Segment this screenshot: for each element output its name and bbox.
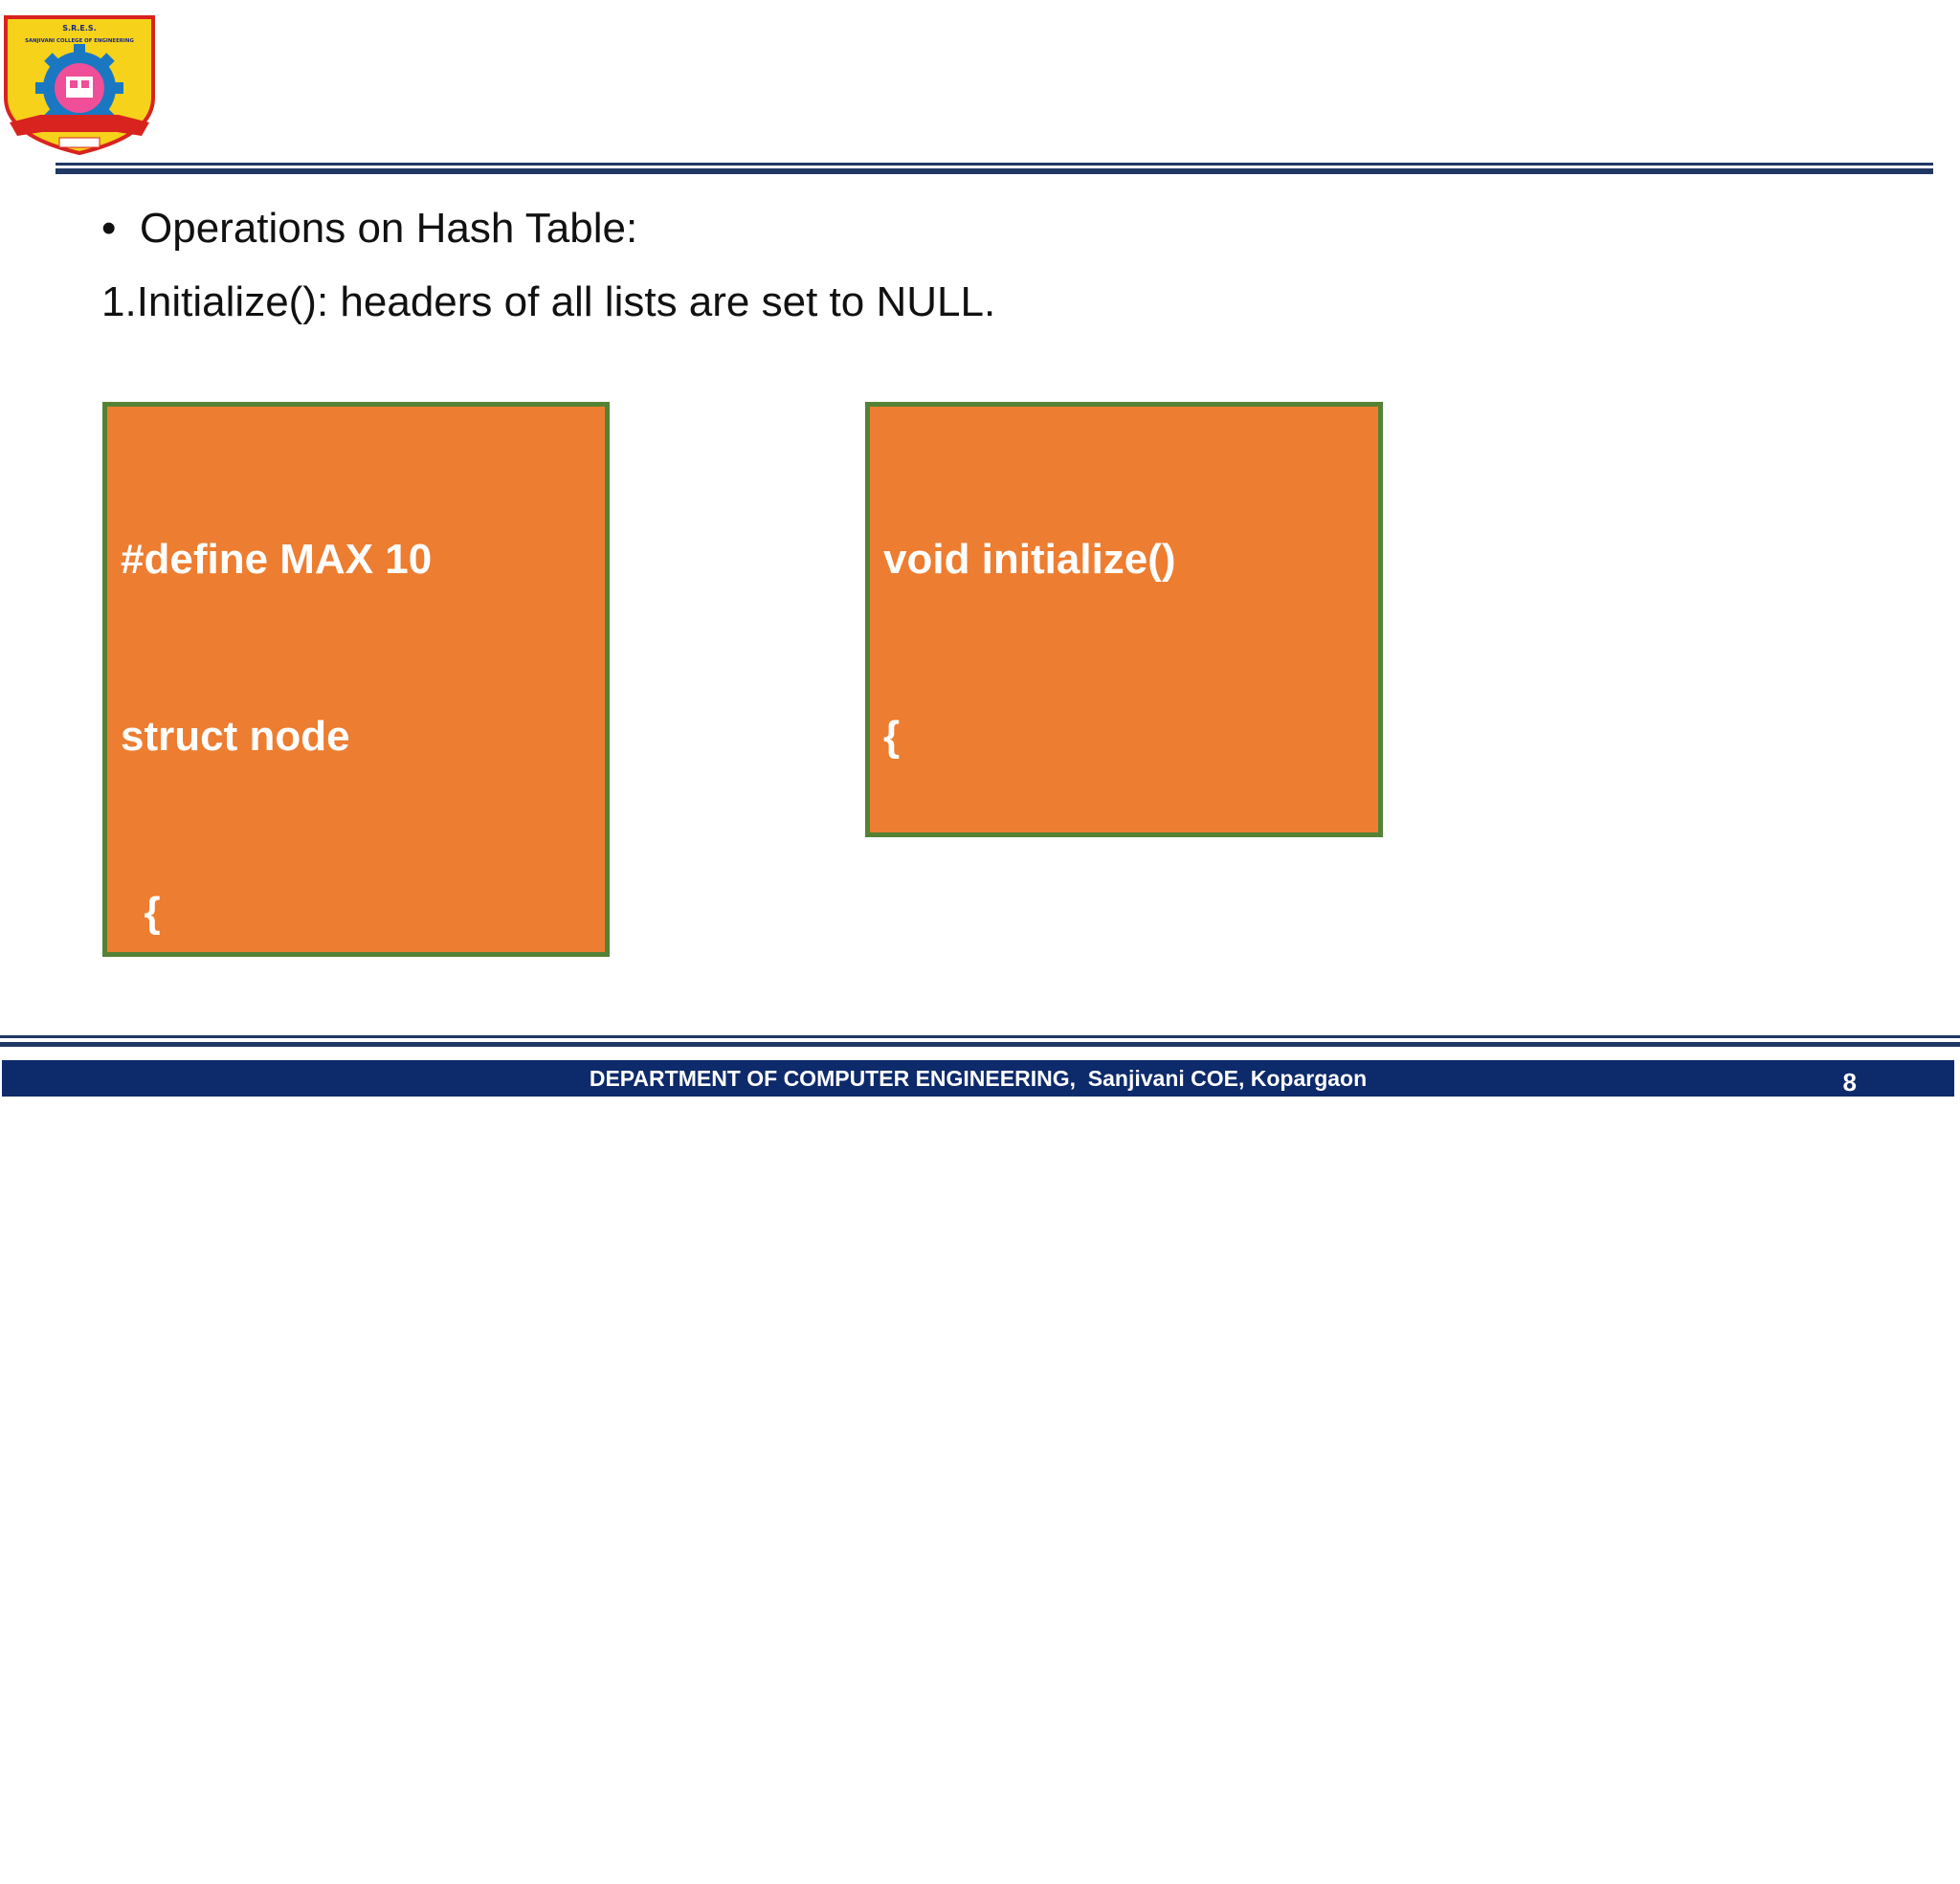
bullet-heading: • Operations on Hash Table: <box>101 205 637 253</box>
code-line: int i; <box>883 889 996 936</box>
footer-department-text: DEPARTMENT OF COMPUTER ENGINEERING, Sanj… <box>589 1066 1368 1091</box>
code-block-initialize: void initialize() { int i; for(i=0;i<MAX… <box>865 402 1383 1642</box>
college-logo: S.R.E.S. SANJIVANI COLLEGE OF ENGINEERIN… <box>2 10 157 161</box>
code-line: char name[10]; <box>121 1242 479 1289</box>
code-line: } <box>883 1595 901 1642</box>
code-line: char name[10]; <box>121 1418 467 1466</box>
footer-bar: DEPARTMENT OF COMPUTER ENGINEERING, Sanj… <box>2 1060 1954 1097</box>
code-line: { <box>883 1242 901 1289</box>
code-line: { <box>121 889 161 936</box>
code-line: #define MAX 10 <box>121 536 433 583</box>
slide-page-number: 8 <box>1842 1068 1857 1097</box>
code-line: struct node <box>121 712 350 760</box>
code-line: ht[i]=NULL; <box>883 1418 1138 1466</box>
heading-text: Operations on Hash Table: <box>140 205 638 252</box>
bullet-marker: • <box>101 205 117 252</box>
footer-rule-thin <box>0 1035 1960 1038</box>
code-block-struct: #define MAX 10 struct node { int prn; ch… <box>102 402 610 1819</box>
code-line: } node *ht[MAX]; <box>121 1771 477 1819</box>
header-rule-thick <box>56 168 1933 174</box>
header-rule-thin <box>56 163 1933 166</box>
numbered-item: 1.Initialize(): headers of all lists are… <box>101 278 996 325</box>
code-line: { <box>883 712 901 760</box>
college-crest-icon: S.R.E.S. SANJIVANI COLLEGE OF ENGINEERIN… <box>4 15 155 156</box>
logo-caption-top: S.R.E.S. <box>62 24 96 33</box>
footer-rule-thick <box>0 1042 1960 1047</box>
code-line: void initialize() <box>883 536 1176 583</box>
logo-caption-name: SANJIVANI COLLEGE OF ENGINEERING <box>25 38 134 44</box>
code-line: struct node *next; <box>121 1595 525 1642</box>
